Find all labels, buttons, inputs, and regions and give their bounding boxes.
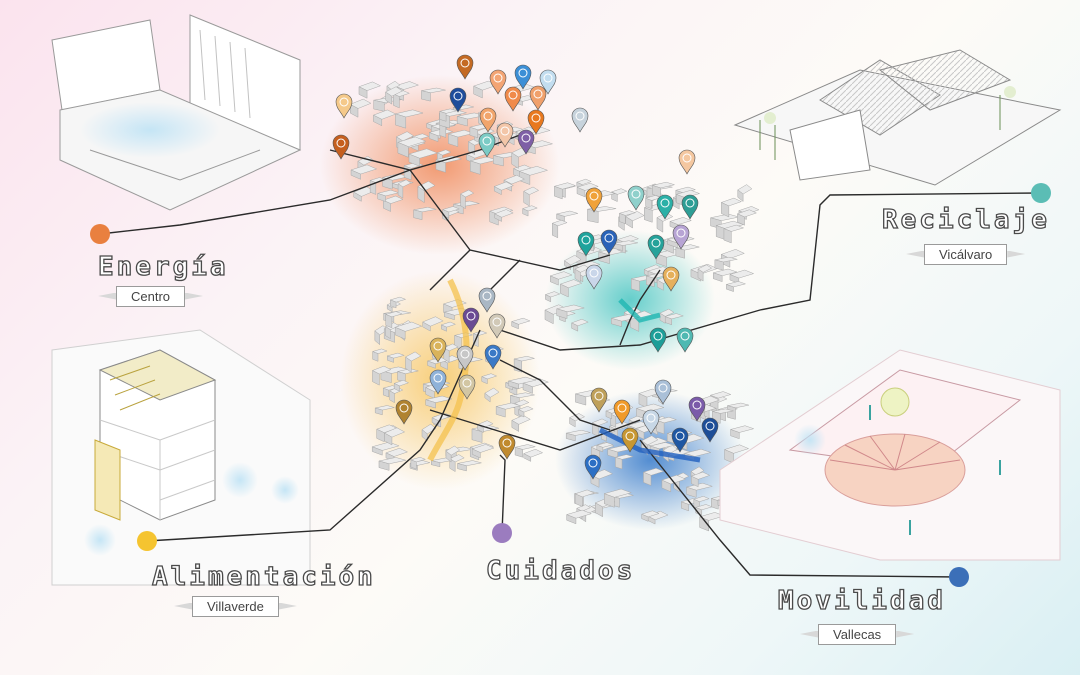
map-pin-icon <box>539 69 557 95</box>
building-illustration-vicalvaro <box>733 49 1062 186</box>
map-pin-icon <box>613 399 631 425</box>
map-pin-icon <box>478 287 496 313</box>
map-pins <box>332 54 719 480</box>
node-dot-movilidad[interactable] <box>949 567 969 587</box>
map-pin-icon <box>484 344 502 370</box>
map-pin-icon <box>449 87 467 113</box>
map-pin-icon <box>462 307 480 333</box>
node-dot-energia[interactable] <box>90 224 110 244</box>
district-tag-movilidad: Vallecas <box>818 624 897 645</box>
map-pin-icon <box>621 427 639 453</box>
map-pin-icon <box>678 149 696 175</box>
map-pin-icon <box>590 387 608 413</box>
map-pin-icon <box>577 231 595 257</box>
map-pin-icon <box>504 86 522 112</box>
title-alimentacion: Alimentación <box>151 561 376 592</box>
map-pin-icon <box>649 327 667 353</box>
map-pin-icon <box>478 132 496 158</box>
network-links <box>99 134 1042 578</box>
node-dot-reciclaje[interactable] <box>1031 183 1051 203</box>
map-pin-icon <box>429 337 447 363</box>
map-pin-icon <box>496 122 514 148</box>
map-pin-icon <box>662 266 680 292</box>
map-pin-icon <box>458 374 476 400</box>
building-illustration-centro <box>51 14 302 211</box>
map-pin-icon <box>517 129 535 155</box>
map-pin-icon <box>332 134 350 160</box>
map-pin-icon <box>456 345 474 371</box>
title-energia: Energía <box>97 251 229 282</box>
map-pin-icon <box>489 69 507 95</box>
title-movilidad: Movilidad <box>777 585 946 616</box>
map-pin-icon <box>395 399 413 425</box>
map-pin-icon <box>479 107 497 133</box>
map-pin-icon <box>527 109 545 135</box>
map-pin-icon <box>335 93 353 119</box>
map-pin-icon <box>585 264 603 290</box>
district-tag-energia: Centro <box>116 286 186 307</box>
map-pin-icon <box>584 454 602 480</box>
building-illustration-vallecas <box>719 349 1061 561</box>
node-dot-cuidados[interactable] <box>492 523 512 543</box>
map-pin-icon <box>701 417 719 443</box>
map-pin-icon <box>672 224 690 250</box>
district-tag-reciclaje: Vicálvaro <box>924 244 1008 265</box>
map-pin-icon <box>429 369 447 395</box>
map-pin-icon <box>676 327 694 353</box>
map-pin-icon <box>514 64 532 90</box>
map-pin-icon <box>671 427 689 453</box>
building-illustration-villaverde <box>51 329 311 586</box>
map-pin-icon <box>654 379 672 405</box>
map-pin-icon <box>647 234 665 260</box>
map-pin-icon <box>627 185 645 211</box>
map-pin-icon <box>681 194 699 220</box>
map-pin-icon <box>498 434 516 460</box>
map-pin-icon <box>656 194 674 220</box>
map-pin-icon <box>529 85 547 111</box>
map-pin-icon <box>488 313 506 339</box>
title-reciclaje: Reciclaje <box>881 204 1050 235</box>
district-tag-alimentacion: Villaverde <box>192 596 279 617</box>
map-pin-icon <box>571 107 589 133</box>
title-cuidados: Cuidados <box>485 555 636 586</box>
map-pin-icon <box>642 409 660 435</box>
map-pin-icon <box>688 396 706 422</box>
node-dot-alimentacion[interactable] <box>137 531 157 551</box>
map-pin-icon <box>585 187 603 213</box>
map-pin-icon <box>456 54 474 80</box>
map-pin-icon <box>600 229 618 255</box>
